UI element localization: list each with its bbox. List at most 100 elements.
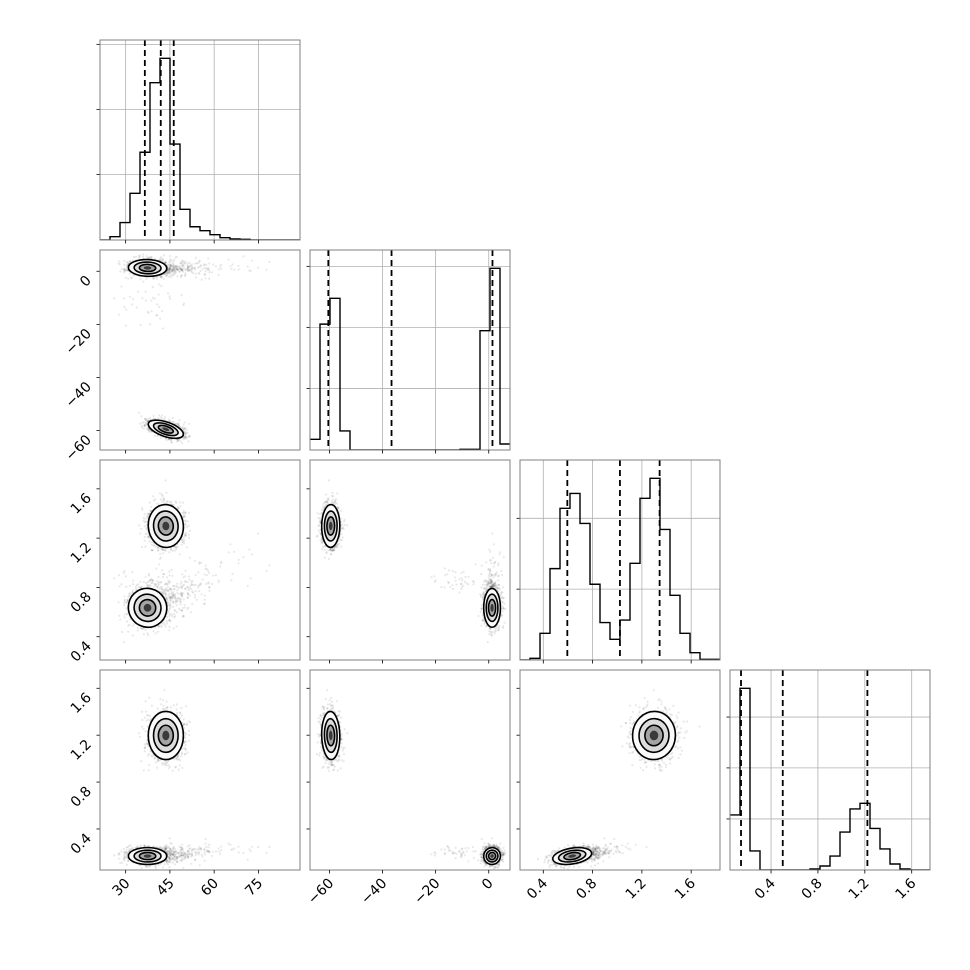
scatter-point [178, 270, 181, 273]
scatter-point [207, 569, 210, 573]
scatter-point [159, 498, 162, 501]
scatter-point [185, 428, 188, 431]
scatter-point [183, 427, 186, 430]
scatter-point [146, 515, 149, 518]
scatter-point [169, 438, 172, 441]
scatter-point [172, 600, 175, 603]
scatter-point [233, 550, 236, 553]
scatter-point [166, 263, 169, 266]
scatter-point [117, 601, 120, 604]
scatter-point [146, 419, 149, 422]
scatter-point [174, 609, 177, 613]
scatter-point [147, 512, 150, 515]
scatter-point [124, 324, 127, 327]
scatter-point [120, 630, 124, 634]
scatter-point [184, 534, 187, 537]
scatter-point [159, 317, 162, 320]
scatter-point [151, 579, 155, 582]
scatter-point [159, 556, 163, 559]
scatter-point [190, 583, 194, 587]
scatter-point [171, 264, 174, 268]
scatter-point [153, 297, 156, 300]
scatter-point [157, 417, 160, 420]
scatter-point [160, 569, 164, 572]
scatter-point [148, 584, 151, 587]
scatter-point [145, 423, 148, 426]
scatter-point [180, 262, 183, 265]
scatter-point [139, 422, 142, 425]
scatter-point [170, 588, 173, 591]
scatter-point [152, 499, 156, 502]
scatter-point [173, 549, 176, 552]
scatter-point [142, 280, 145, 283]
scatter-point [185, 546, 188, 549]
scatter-point [210, 271, 213, 274]
scatter-point [167, 579, 170, 582]
scatter-point [144, 575, 147, 578]
scatter-point [157, 293, 160, 296]
scatter-point [123, 570, 126, 573]
scatter-point [166, 272, 169, 275]
scatter-point [181, 264, 184, 267]
scatter-point [145, 584, 148, 587]
scatter-point [168, 570, 171, 573]
scatter-point [186, 431, 189, 434]
scatter-point [147, 256, 150, 259]
scatter-point [144, 419, 148, 422]
scatter-point [157, 625, 160, 628]
scatter-point [180, 259, 183, 262]
scatter-point [132, 255, 136, 259]
scatter-point [180, 587, 183, 590]
scatter-point [184, 588, 187, 591]
scatter-point [152, 544, 155, 547]
scatter-point [179, 600, 182, 603]
scatter-point [164, 549, 167, 552]
scatter-point [154, 498, 157, 501]
scatter-point [123, 263, 126, 266]
scatter-point [184, 569, 187, 572]
scatter-point [171, 416, 174, 420]
scatter-point [170, 503, 173, 506]
scatter-point [169, 266, 172, 269]
scatter-point [172, 585, 175, 588]
scatter-point [154, 583, 157, 586]
scatter-point [184, 522, 187, 525]
scatter-point [144, 545, 147, 548]
scatter-point [172, 268, 175, 271]
scatter-point [237, 268, 240, 271]
scatter-point [237, 562, 240, 565]
scatter-point [134, 586, 137, 589]
scatter-point [170, 275, 173, 279]
scatter-point [141, 297, 144, 300]
scatter-point [149, 509, 152, 512]
scatter-point [168, 269, 171, 272]
scatter-point [167, 418, 170, 421]
scatter-point [186, 262, 189, 265]
scatter-point [160, 285, 163, 288]
scatter-point [143, 424, 146, 427]
scatter-point [248, 548, 251, 551]
scatter-point [146, 532, 149, 536]
scatter-point [184, 580, 187, 583]
scatter-point [179, 268, 182, 271]
scatter-point [181, 606, 184, 610]
scatter-point [167, 275, 170, 278]
scatter-point [171, 592, 174, 596]
scatter-point [157, 625, 160, 628]
scatter-point [199, 269, 202, 273]
scatter-point [150, 299, 153, 302]
scatter-point [268, 260, 271, 264]
scatter-point [162, 498, 166, 501]
scatter-point [207, 266, 210, 269]
scatter-point [180, 543, 183, 546]
scatter-point [194, 272, 197, 275]
scatter-point [146, 419, 150, 422]
scatter-point [265, 268, 268, 271]
scatter-point [157, 546, 160, 549]
scatter-point [158, 557, 161, 560]
scatter-point [159, 581, 162, 584]
scatter-point [175, 611, 178, 614]
scatter-point [145, 527, 148, 530]
scatter-point [188, 422, 191, 425]
scatter-point [177, 506, 180, 509]
